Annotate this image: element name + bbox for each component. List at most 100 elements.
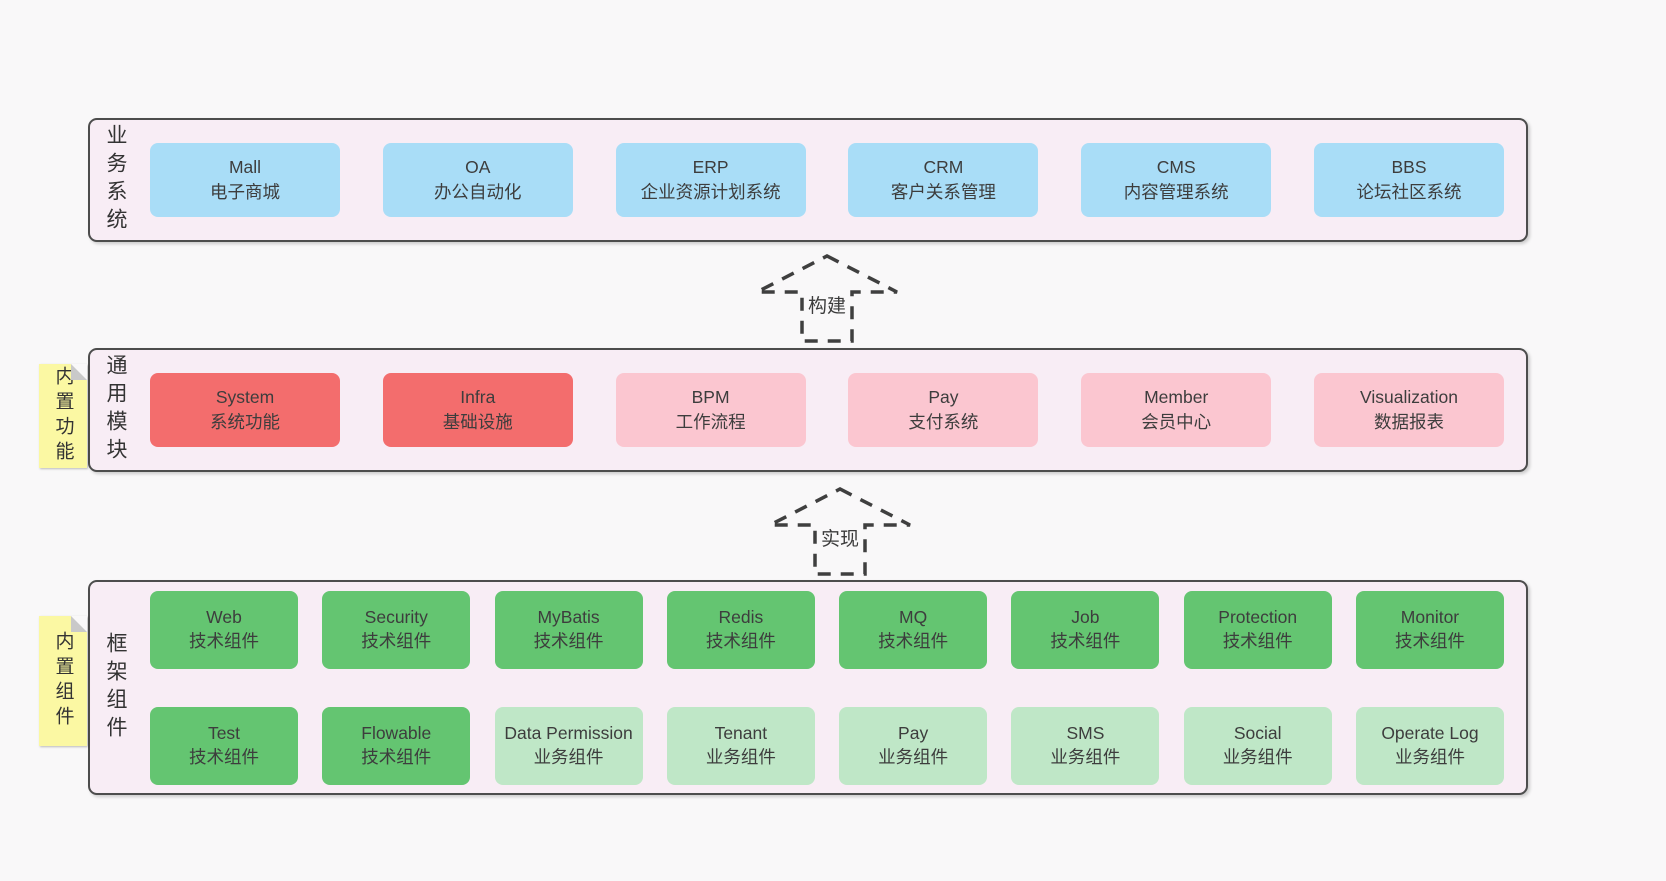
box-subtitle: 电子商城 bbox=[210, 182, 280, 202]
band-label-common-modules: 通用模块 bbox=[104, 354, 127, 466]
box-subtitle: 数据报表 bbox=[1373, 412, 1444, 432]
box-subtitle: 支付系统 bbox=[908, 412, 979, 432]
box-cms: CMS 内容管理系统 bbox=[1081, 143, 1272, 217]
box-subtitle: 企业资源计划系统 bbox=[640, 182, 781, 202]
band-label-framework-components: 框架组件 bbox=[104, 631, 127, 744]
box-subtitle: 业务组件 bbox=[1222, 746, 1293, 767]
box-name: Member bbox=[1144, 387, 1209, 408]
box-subtitle: 业务组件 bbox=[1394, 746, 1465, 767]
box-subtitle: 技术组件 bbox=[1394, 630, 1465, 651]
band-common-modules: 通用模块 System 系统功能 Infra 基础设施 BPM 工作流程 Pay 支付系统 Me… bbox=[88, 348, 1528, 472]
box-name: Protection bbox=[1218, 607, 1298, 628]
box-member: Member 会员中心 bbox=[1081, 373, 1272, 447]
box-oa: OA 办公自动化 bbox=[382, 143, 573, 217]
box-name: Redis bbox=[718, 607, 764, 628]
box-system: System 系统功能 bbox=[150, 373, 340, 447]
band-common-boxes: System 系统功能 Infra 基础设施 BPM 工作流程 Pay 支付系统 Member 会… bbox=[140, 350, 1526, 470]
box-name: CMS bbox=[1156, 157, 1196, 178]
up-arrow-icon bbox=[756, 254, 898, 343]
band-label-business-systems: 业务系统 bbox=[104, 124, 127, 236]
box-name: Visualization bbox=[1360, 387, 1458, 408]
box-name: Monitor bbox=[1400, 607, 1460, 628]
box-subtitle: 系统功能 bbox=[210, 412, 280, 432]
box-name: Web bbox=[206, 607, 242, 628]
box-subtitle: 客户关系管理 bbox=[890, 182, 996, 202]
box-subtitle: 业务组件 bbox=[1050, 746, 1121, 767]
box-name: Social bbox=[1233, 723, 1282, 744]
box-name: BPM bbox=[691, 387, 730, 408]
box-subtitle: 技术组件 bbox=[878, 630, 949, 651]
box-subtitle: 业务组件 bbox=[533, 746, 604, 767]
box-name: Infra bbox=[460, 387, 496, 408]
box-name: MyBatis bbox=[537, 607, 600, 628]
box-subtitle: 工作流程 bbox=[675, 412, 746, 432]
arrow-build-label: 构建 bbox=[803, 290, 851, 319]
band-business-systems: 业务系统 Mall 电子商城 OA 办公自动化 ERP 企业资源计划系统 CRM 客户关系管理… bbox=[88, 118, 1528, 242]
box-mall: Mall 电子商城 bbox=[150, 143, 340, 217]
box-name: BBS bbox=[1391, 157, 1427, 178]
box-subtitle: 技术组件 bbox=[361, 746, 432, 767]
box-subtitle: 业务组件 bbox=[878, 746, 949, 767]
box-crm: CRM 客户关系管理 bbox=[848, 143, 1039, 217]
box-subtitle: 技术组件 bbox=[361, 630, 432, 651]
box-name: Test bbox=[207, 723, 241, 744]
box-subtitle: 内容管理系统 bbox=[1123, 182, 1229, 202]
box-name: CRM bbox=[923, 157, 964, 178]
box-subtitle: 技术组件 bbox=[189, 746, 259, 767]
box-name: Flowable bbox=[361, 723, 432, 744]
box-name: MQ bbox=[899, 607, 928, 628]
sticky-note-builtin-features: 内置功能 bbox=[39, 364, 87, 468]
box-name: Pay bbox=[898, 723, 929, 744]
box-subtitle: 业务组件 bbox=[705, 746, 776, 767]
box-subtitle: 技术组件 bbox=[189, 630, 259, 651]
band-business-boxes: Mall 电子商城 OA 办公自动化 ERP 企业资源计划系统 CRM 客户关系管理 CMS 内容… bbox=[140, 120, 1526, 240]
box-subtitle: 论坛社区系统 bbox=[1356, 182, 1462, 202]
box-subtitle: 技术组件 bbox=[533, 630, 604, 651]
box-subtitle: 办公自动化 bbox=[434, 182, 522, 202]
box-name: Job bbox=[1071, 607, 1100, 628]
box-row: System 系统功能 Infra 基础设施 BPM 工作流程 Pay 支付系统 Member 会… bbox=[150, 373, 1504, 447]
sticky-note-builtin-components: 内置组件 bbox=[39, 616, 87, 746]
box-name: SMS bbox=[1066, 723, 1105, 744]
arrow-implement: 实现 bbox=[767, 486, 913, 578]
box-name: Security bbox=[364, 607, 428, 628]
box-name: ERP bbox=[692, 157, 729, 178]
box-subtitle: 技术组件 bbox=[1050, 630, 1121, 651]
box-name: OA bbox=[465, 157, 491, 178]
box-subtitle: 技术组件 bbox=[1222, 630, 1293, 651]
arrow-build: 构建 bbox=[754, 253, 900, 345]
box-infra: Infra 基础设施 bbox=[382, 373, 573, 447]
box-name: Data Permission bbox=[504, 723, 633, 744]
arrow-implement-label: 实现 bbox=[816, 523, 864, 552]
box-name: Mall bbox=[228, 157, 262, 178]
box-subtitle: 基础设施 bbox=[442, 412, 513, 432]
box-bbs: BBS 论坛社区系统 bbox=[1313, 143, 1504, 217]
box-name: Tenant bbox=[714, 723, 768, 744]
box-bpm: BPM 工作流程 bbox=[615, 373, 806, 447]
box-subtitle: 会员中心 bbox=[1141, 412, 1212, 432]
up-arrow-icon bbox=[769, 487, 911, 576]
box-pay: Pay 支付系统 bbox=[848, 373, 1039, 447]
box-visualization: Visualization 数据报表 bbox=[1313, 373, 1504, 447]
box-erp: ERP 企业资源计划系统 bbox=[615, 143, 806, 217]
box-row: Mall 电子商城 OA 办公自动化 ERP 企业资源计划系统 CRM 客户关系管理 CMS 内容… bbox=[150, 143, 1504, 217]
box-name: System bbox=[215, 387, 275, 408]
box-name: Pay bbox=[928, 387, 959, 408]
